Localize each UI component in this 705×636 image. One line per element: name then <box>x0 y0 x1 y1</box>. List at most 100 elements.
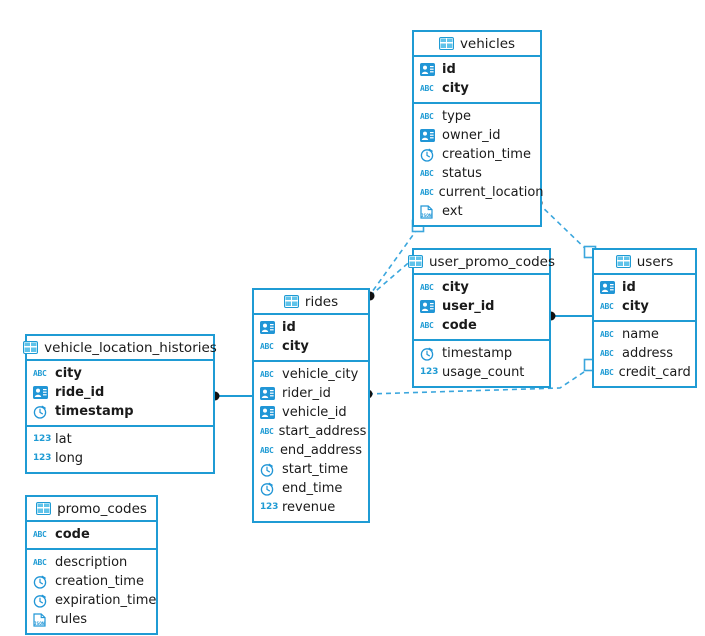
column-label: start_address <box>278 424 367 439</box>
column-row[interactable]: rider_id <box>254 384 368 403</box>
column-label: city <box>282 339 309 354</box>
column-row[interactable]: ABC code <box>414 316 549 335</box>
table-rides[interactable]: rides id ABC city <box>252 288 370 523</box>
svg-text:JSON: JSON <box>421 213 432 219</box>
column-row[interactable]: 123 lat <box>27 430 213 449</box>
abc-icon: ABC <box>600 348 614 358</box>
column-row[interactable]: 123 usage_count <box>414 363 549 382</box>
abc-icon: ABC <box>420 282 434 292</box>
column-row[interactable]: ABC city <box>254 337 368 356</box>
column-row[interactable]: ABC start_address <box>254 422 368 441</box>
column-row[interactable]: end_time <box>254 479 368 498</box>
column-row[interactable]: creation_time <box>27 572 156 591</box>
column-row[interactable]: ABC code <box>27 525 156 544</box>
table-name: user_promo_codes <box>428 253 556 270</box>
column-row[interactable]: user_id <box>414 297 549 316</box>
123-icon: 123 <box>33 434 52 444</box>
column-row[interactable]: JSON ext <box>414 202 540 221</box>
column-row[interactable]: start_time <box>254 460 368 479</box>
primary-key-group: id ABC city <box>254 315 368 362</box>
json-file-icon: JSON <box>420 204 437 219</box>
column-label: city <box>55 366 82 381</box>
clock-icon <box>260 463 277 477</box>
column-row[interactable]: 123 long <box>27 449 213 468</box>
column-group: ABC description creation_time <box>27 550 156 633</box>
column-row[interactable]: id <box>414 60 540 79</box>
column-label: type <box>442 109 472 124</box>
column-row[interactable]: ABC city <box>27 364 213 383</box>
column-row[interactable]: ABC city <box>594 297 695 316</box>
column-label: user_id <box>442 299 495 314</box>
column-row[interactable]: 123 revenue <box>254 498 368 517</box>
column-row[interactable]: ABC address <box>594 344 695 363</box>
column-group: ABC name ABC address ABC credit_card <box>594 322 695 386</box>
column-row[interactable]: expiration_time <box>27 591 156 610</box>
column-row[interactable]: ride_id <box>27 383 213 402</box>
column-group: ABC vehicle_city rider_id <box>254 362 368 521</box>
column-row[interactable]: timestamp <box>27 402 213 421</box>
id-card-icon <box>420 129 437 143</box>
column-label: usage_count <box>442 365 525 380</box>
column-row[interactable]: id <box>594 278 695 297</box>
column-label: city <box>622 299 649 314</box>
column-row[interactable]: JSON rules <box>27 610 156 629</box>
column-row[interactable]: creation_time <box>414 145 540 164</box>
column-group: ABC type owner_id <box>414 104 544 225</box>
table-promo-codes[interactable]: promo_codes ABC code ABC description <box>25 495 158 635</box>
abc-icon: ABC <box>420 168 434 178</box>
abc-icon: ABC <box>33 368 47 378</box>
column-row[interactable]: ABC current_location <box>414 183 544 202</box>
clock-icon <box>420 148 437 162</box>
table-name: vehicles <box>459 35 516 52</box>
column-row[interactable]: ABC city <box>414 278 549 297</box>
column-row[interactable]: vehicle_id <box>254 403 368 422</box>
column-row[interactable]: ABC status <box>414 164 540 183</box>
column-row[interactable]: ABC type <box>414 107 540 126</box>
abc-icon: ABC <box>33 557 47 567</box>
123-icon: 123 <box>420 367 439 377</box>
123-icon: 123 <box>33 453 52 463</box>
column-label: ext <box>442 204 463 219</box>
table-icon <box>36 502 52 515</box>
column-label: id <box>282 320 296 335</box>
column-row[interactable]: ABC credit_card <box>594 363 695 382</box>
abc-icon: ABC <box>260 445 274 455</box>
id-card-icon <box>260 321 277 335</box>
json-file-icon: JSON <box>33 612 50 627</box>
column-row[interactable]: ABC description <box>27 553 156 572</box>
column-label: status <box>442 166 482 181</box>
svg-text:JSON: JSON <box>34 621 45 627</box>
column-label: rider_id <box>282 386 331 401</box>
table-icon <box>615 255 631 268</box>
table-header: promo_codes <box>27 497 156 522</box>
table-icon <box>407 255 423 268</box>
table-vehicles[interactable]: vehicles id ABC city <box>412 30 544 227</box>
column-row[interactable]: ABC city <box>414 79 540 98</box>
table-header: rides <box>254 290 368 315</box>
column-label: rules <box>55 612 87 627</box>
column-row[interactable]: ABC end_address <box>254 441 368 460</box>
id-card-icon <box>33 386 50 400</box>
primary-key-group: id ABC city <box>414 57 540 104</box>
table-user-promo-codes[interactable]: user_promo_codes ABC city u <box>407 248 555 388</box>
primary-key-group: ABC city user_id ABC c <box>414 275 549 341</box>
column-row[interactable]: ABC vehicle_city <box>254 365 368 384</box>
primary-key-group: ABC city ride_id <box>27 361 213 427</box>
table-vehicle-location-histories[interactable]: vehicle_location_histories ABC city <box>23 334 217 474</box>
table-users[interactable]: users id ABC city <box>592 248 697 388</box>
123-icon: 123 <box>260 502 279 512</box>
column-row[interactable]: timestamp <box>414 344 549 363</box>
table-header: users <box>594 250 695 275</box>
table-icon <box>438 37 454 50</box>
primary-key-group: ABC code <box>27 522 156 550</box>
column-label: ride_id <box>55 385 105 400</box>
column-label: id <box>622 280 636 295</box>
column-row[interactable]: ABC name <box>594 325 695 344</box>
column-label: revenue <box>282 500 336 515</box>
abc-icon: ABC <box>260 341 274 351</box>
column-row[interactable]: owner_id <box>414 126 540 145</box>
column-label: end_time <box>282 481 343 496</box>
abc-icon: ABC <box>420 187 434 197</box>
column-row[interactable]: id <box>254 318 368 337</box>
